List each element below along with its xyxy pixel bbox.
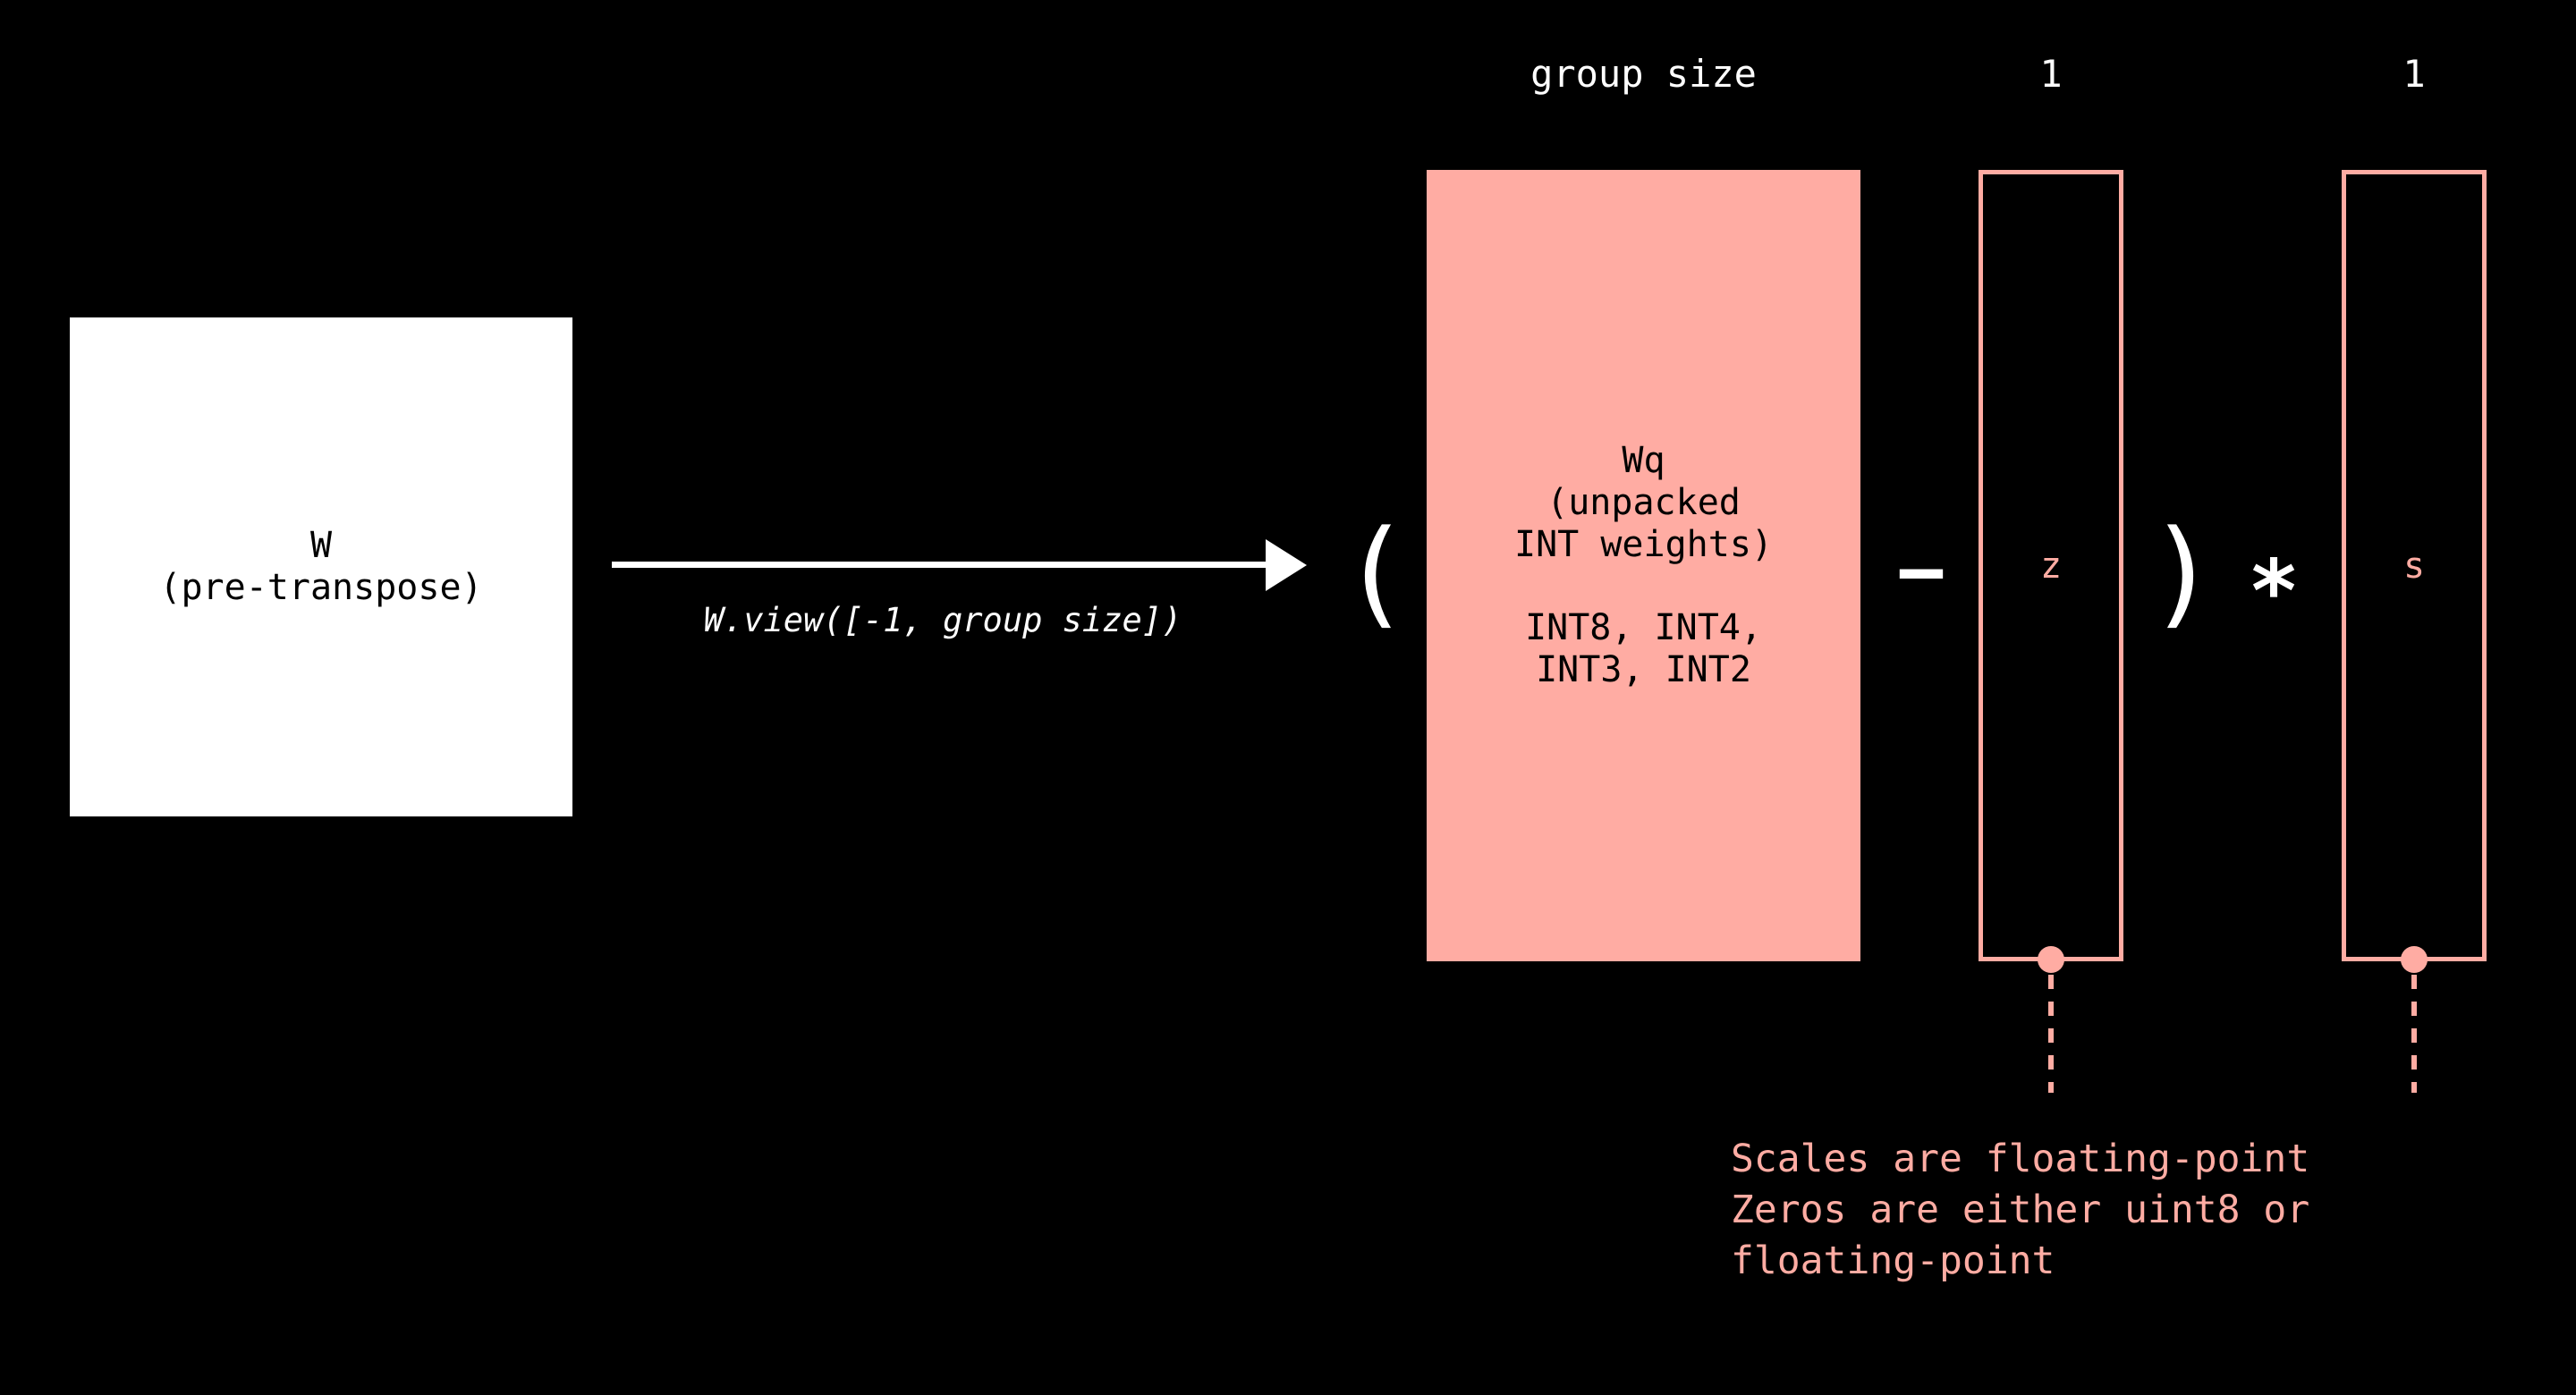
quantized-weights-name: Wq bbox=[1622, 439, 1665, 481]
scales-connector-dot-icon bbox=[2401, 946, 2428, 973]
zeros-leader-dashed-line bbox=[2048, 975, 2054, 1093]
scales-vector-dimension-caption: 1 bbox=[2402, 52, 2426, 96]
zeros-vector-label: z bbox=[2039, 545, 2063, 587]
quantized-weights-desc-line1: (unpacked bbox=[1546, 481, 1741, 523]
footnote-line-1: Scales are floating-point bbox=[1731, 1137, 2310, 1181]
quantized-weights-block: Wq (unpacked INT weights) INT8, INT4, IN… bbox=[1427, 170, 1860, 961]
scales-vector-block: s bbox=[2342, 170, 2487, 961]
zeros-vector-block: z bbox=[1979, 170, 2123, 961]
multiply-operator-symbol: ∗ bbox=[2248, 524, 2300, 624]
source-weight-matrix-block: W (pre-transpose) bbox=[70, 317, 572, 816]
source-weight-matrix-subtitle: (pre-transpose) bbox=[159, 567, 483, 608]
transform-arrow-shaft bbox=[612, 562, 1269, 568]
transform-arrow-head-icon bbox=[1266, 539, 1307, 591]
footnote-line-3: floating-point bbox=[1731, 1238, 2055, 1283]
transform-arrow-label: W.view([-1, group size]) bbox=[703, 601, 1182, 639]
quantized-weights-dimension-caption: group size bbox=[1530, 52, 1757, 96]
quantized-weights-dtypes-line1: INT8, INT4, bbox=[1525, 607, 1762, 649]
scales-leader-dashed-line bbox=[2411, 975, 2417, 1093]
footnote-line-2: Zeros are either uint8 or bbox=[1731, 1187, 2310, 1232]
quantized-weights-desc-line2: INT weights) bbox=[1514, 523, 1773, 565]
zeros-vector-dimension-caption: 1 bbox=[2039, 52, 2063, 96]
source-weight-matrix-title: W bbox=[309, 524, 333, 566]
scales-vector-label: s bbox=[2402, 545, 2426, 587]
quantized-weights-dtypes-line2: INT3, INT2 bbox=[1536, 649, 1751, 691]
open-paren-symbol: ( bbox=[1340, 504, 1411, 640]
zeros-connector-dot-icon bbox=[2038, 946, 2064, 973]
close-paren-symbol: ) bbox=[2147, 504, 2218, 640]
footnote-annotation: Scales are floating-point Zeros are eith… bbox=[1731, 1134, 2536, 1286]
minus-operator-symbol: − bbox=[1896, 525, 1946, 619]
